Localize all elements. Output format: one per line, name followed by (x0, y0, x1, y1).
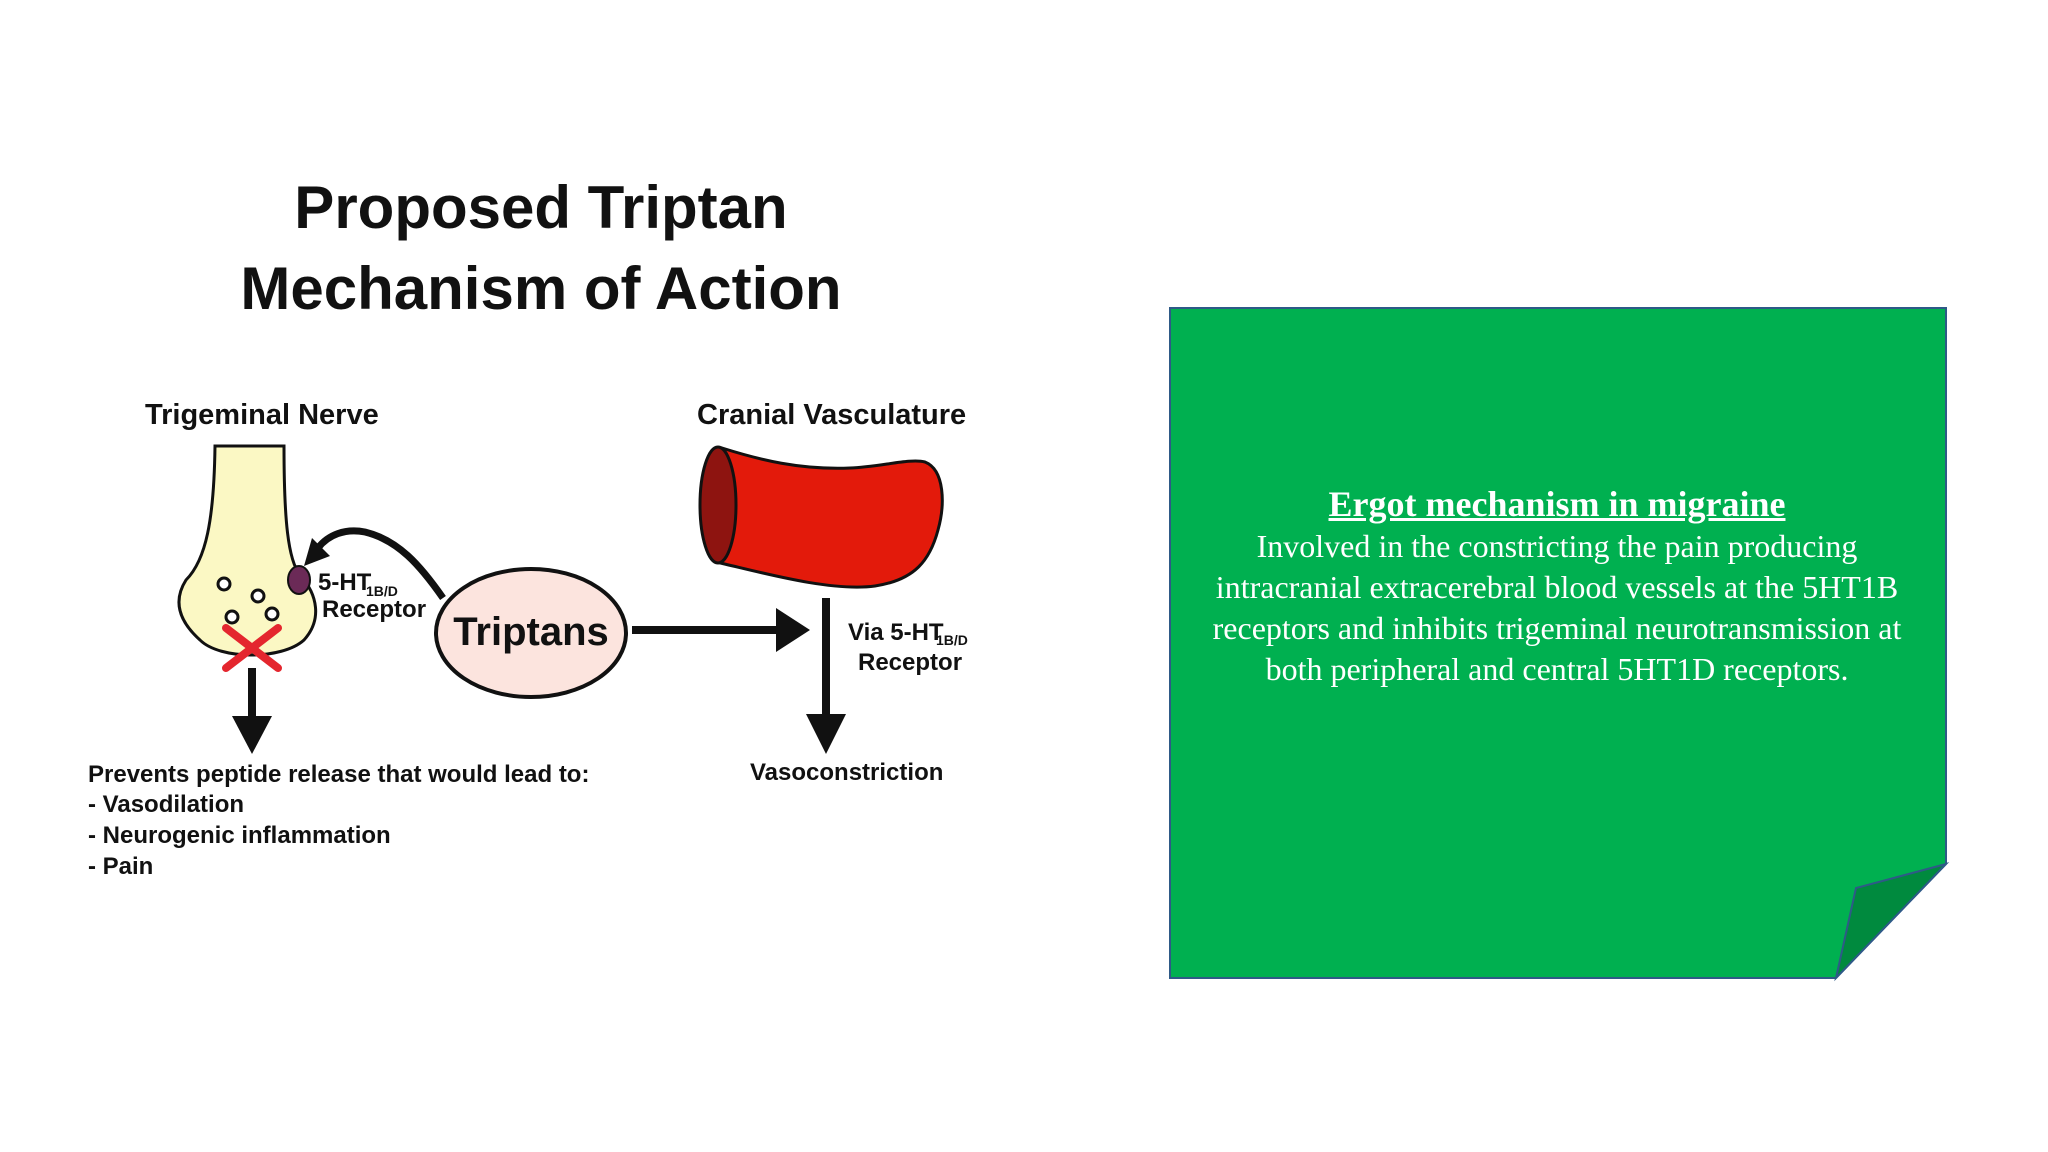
diagram-title-line2: Mechanism of Action (240, 255, 841, 322)
nerve-down-arrow (232, 668, 272, 754)
cranial-vasculature-label: Cranial Vasculature (697, 399, 966, 431)
nerve-receptor-icon (287, 565, 311, 595)
receptor-left-label: 5-HT (318, 569, 372, 596)
nerve-vesicles (216, 576, 280, 625)
effect-item: - Pain (88, 853, 153, 880)
triptan-mechanism-diagram: Proposed Triptan Mechanism of Action Tri… (88, 174, 968, 880)
via-receptor-subscript: 1B/D (936, 632, 968, 648)
triptans-to-vessel-arrow (632, 608, 810, 652)
note-shape (1169, 307, 1950, 982)
note-content: Ergot mechanism in migraine Involved in … (1182, 482, 1932, 690)
triptans-to-receptor-arrow (304, 527, 446, 601)
effect-item: - Neurogenic inflammation (88, 822, 391, 849)
prevents-heading: Prevents peptide release that would lead… (88, 761, 589, 788)
triptans-label: Triptans (453, 610, 609, 654)
ergot-note-card: Ergot mechanism in migraine Involved in … (1168, 306, 1952, 982)
via-receptor-word: Receptor (858, 649, 962, 676)
receptor-left-word: Receptor (322, 596, 426, 623)
vessel-down-arrow (806, 598, 846, 754)
note-body: Involved in the constricting the pain pr… (1212, 528, 1902, 687)
cranial-vessel-icon (698, 445, 944, 589)
via-receptor-label: Via 5-HT (848, 619, 944, 646)
note-title: Ergot mechanism in migraine (1328, 484, 1786, 524)
effect-item: - Vasodilation (88, 791, 244, 818)
triptans-oval (434, 567, 628, 699)
diagram-title-line1: Proposed Triptan (294, 174, 787, 241)
trigeminal-nerve-label: Trigeminal Nerve (145, 399, 379, 431)
nerve-terminal-shape (177, 444, 318, 657)
receptor-left-subscript: 1B/D (366, 583, 398, 599)
blocked-release-x-icon (222, 624, 282, 672)
vasoconstriction-label: Vasoconstriction (750, 759, 943, 786)
note-fold-corner-icon (1834, 862, 1950, 982)
